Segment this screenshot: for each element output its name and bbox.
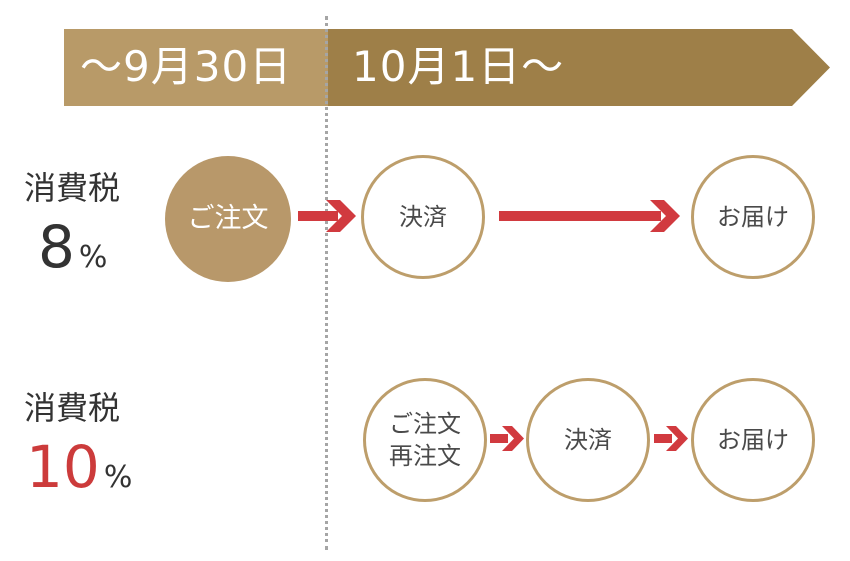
step-payment-circle: 決済 [526, 378, 650, 502]
step-order-circle: ご注文 [165, 156, 291, 282]
timeline-banner [64, 29, 830, 106]
timeline-divider [325, 16, 328, 550]
tax-label-row2: 消費税 [24, 389, 121, 427]
tax-rate-unit: % [103, 460, 133, 495]
step-delivery-label: お届け [717, 425, 789, 454]
step-payment-circle: 決済 [361, 155, 485, 279]
tax-rate-unit: % [78, 240, 108, 275]
tax-rate-8: 8% [38, 218, 107, 276]
step-delivery-circle: お届け [691, 155, 815, 279]
arrow-right-icon [490, 426, 524, 451]
step-payment-label: 決済 [564, 425, 612, 454]
timeline-before-label: ～9月30日 [80, 42, 293, 91]
arrow-right-icon [298, 200, 356, 232]
timeline-before-segment [64, 29, 328, 106]
step-order-label: ご注文 [187, 202, 269, 234]
arrow-right-icon [654, 426, 688, 451]
timeline-after-label: 10月1日～ [352, 42, 565, 91]
step-order-label: ご注文 [389, 409, 461, 438]
arrow-right-icon [499, 200, 680, 232]
tax-rate-number: 8 [38, 213, 75, 281]
tax-rate-number: 10 [26, 433, 100, 501]
step-payment-label: 決済 [399, 202, 447, 231]
tax-label-row1: 消費税 [24, 169, 121, 207]
step-reorder-label: 再注文 [389, 442, 461, 470]
step-delivery-circle: お届け [691, 378, 815, 502]
step-reorder-circle: ご注文 再注文 [363, 378, 487, 502]
timeline-after-arrow [328, 29, 830, 106]
tax-rate-10: 10% [26, 438, 132, 496]
step-delivery-label: お届け [717, 202, 789, 231]
